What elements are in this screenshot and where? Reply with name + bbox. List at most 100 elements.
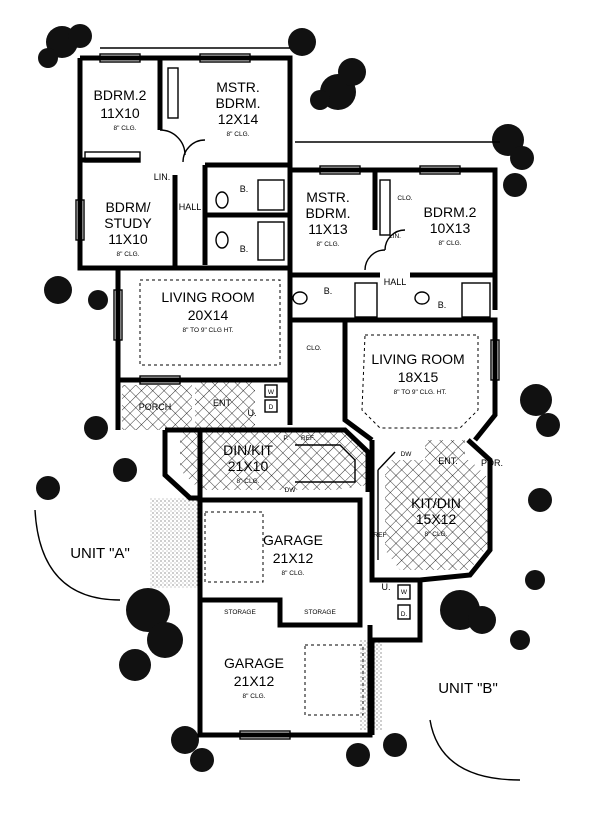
closet-a-mid	[84, 151, 141, 163]
door-swing-a-master	[159, 129, 186, 156]
study-a-name2: STUDY	[104, 215, 152, 231]
living-a-name: LIVING ROOM	[161, 289, 254, 305]
bdrm2-a-ceiling: 8" CLG.	[114, 125, 137, 132]
master-b-name2: BDRM.	[305, 205, 350, 221]
storage-b: STORAGE	[304, 609, 336, 616]
shrub-cluster-lower-right	[346, 590, 496, 767]
linen-b: LIN.	[389, 233, 401, 240]
kitdin-b-size: 15X12	[416, 511, 457, 527]
garage-a-outline	[204, 511, 264, 583]
door-swing-b-master	[364, 249, 386, 271]
porch-b: POR.	[481, 458, 503, 468]
landscaping	[34, 24, 560, 781]
study-a-ceiling: 8" CLG.	[117, 251, 140, 258]
unit-b-title: UNIT "B"	[438, 680, 498, 697]
garage-b-ceiling: 8" CLG.	[243, 693, 266, 700]
bdrm2-b-size: 10X13	[430, 220, 471, 236]
unit-a-title: UNIT "A"	[70, 545, 130, 562]
bathtub-a1	[257, 179, 285, 211]
garage-a-name: GARAGE	[263, 532, 323, 548]
master-b-name: MSTR.	[306, 189, 350, 205]
living-a-ceiling-outline	[139, 279, 281, 366]
master-b-ceiling: 8" CLG.	[317, 241, 340, 248]
shrub-cluster-top-left	[38, 24, 92, 68]
bath2-b: B.	[438, 300, 447, 310]
unit-b-labels: MSTR. BDRM. 11X13 8" CLG. BDRM.2 10X13 8…	[224, 189, 503, 700]
unit-b-walls	[290, 167, 498, 735]
kitchen-counter-a	[295, 444, 356, 483]
bdrm2-b-name: BDRM.2	[424, 204, 477, 220]
toilet-a2	[215, 231, 229, 249]
hall-a: HALL	[179, 202, 202, 212]
windows	[75, 53, 500, 740]
washer-b	[397, 584, 411, 600]
living-b-size: 18X15	[398, 369, 439, 385]
closet-b-top	[379, 179, 391, 236]
washer-b-label: W	[401, 589, 408, 596]
dinkit-a-size: 21X10	[228, 458, 269, 474]
kitdin-b-ceiling: 8" CLG.	[425, 531, 448, 538]
bath1-a: B.	[240, 184, 249, 194]
door-swing-a-hall	[182, 139, 206, 163]
entry-a: ENT	[213, 398, 232, 408]
dryer-a-label: D	[269, 404, 274, 411]
lawn-edge-left	[34, 509, 121, 601]
master-a-ceiling: 8" CLG.	[227, 131, 250, 138]
pantry-a: P.	[283, 435, 288, 442]
tile-floor-kitdin-b	[385, 460, 488, 570]
garage-b-name: GARAGE	[224, 655, 284, 671]
garage-b-size: 21X12	[234, 673, 275, 689]
utility-a: U.	[248, 408, 257, 418]
master-a-name2: BDRM.	[215, 95, 260, 111]
unit-a-labels: BDRM.2 11X10 8" CLG. MSTR. BDRM. 12X14 8…	[70, 79, 323, 616]
bathtub-b1	[354, 282, 378, 318]
toilet-a1	[215, 191, 229, 209]
shrub-cluster-lower-left	[119, 588, 214, 772]
kitchen-counter-b	[377, 451, 396, 560]
dryer-b	[397, 604, 411, 620]
utility-b: U.	[382, 582, 391, 592]
tile-floor-entry-a	[195, 382, 255, 430]
bdrm2-a-name: BDRM.2	[94, 87, 147, 103]
door-swing-b-bdrm2	[384, 229, 406, 251]
bathtub-a2	[257, 221, 285, 261]
tile-floor-porch-a	[122, 385, 192, 430]
driveway-unit-a	[150, 498, 200, 588]
linen-a: LIN.	[154, 172, 171, 182]
dryer-a	[264, 399, 278, 413]
closet-a-top	[167, 67, 179, 119]
shrub-cluster-left	[36, 276, 137, 500]
toilet-b2	[414, 291, 430, 305]
study-a-size: 11X10	[108, 231, 148, 247]
dinkit-a-ceiling: 8" CLG.	[237, 478, 260, 485]
washer-a	[264, 384, 278, 398]
bathtub-b2	[461, 282, 491, 318]
bath1-b: B.	[324, 286, 333, 296]
garage-b-outline	[304, 644, 364, 716]
fixtures	[84, 67, 491, 716]
dw-a: DW	[285, 487, 297, 494]
master-a-name: MSTR.	[216, 79, 260, 95]
shrub-cluster-top-right	[288, 28, 366, 110]
ref-a: REF.	[301, 435, 315, 442]
living-a-ceiling: 8" TO 9" CLG HT.	[183, 327, 234, 334]
storage-a: STORAGE	[224, 609, 256, 616]
shrub-cluster-right	[492, 124, 560, 650]
ref-b: REF	[374, 532, 387, 539]
garage-a-ceiling: 8" CLG.	[282, 570, 305, 577]
garage-a-size: 21X12	[273, 550, 314, 566]
master-a-size: 12X14	[218, 111, 259, 127]
lawn-edge-right	[429, 719, 521, 781]
bdrm2-b-ceiling: 8" CLG.	[439, 240, 462, 247]
study-a-name: BDRM/	[105, 199, 150, 215]
closet1-b: CLO.	[397, 195, 412, 202]
living-b-ceiling-outline	[361, 334, 479, 429]
tile-floor-entry-b	[425, 440, 465, 465]
hall-b: HALL	[384, 277, 407, 287]
dw-b: DW	[401, 451, 413, 458]
closet2-b: CLO.	[306, 345, 321, 352]
living-a-size: 20X14	[188, 307, 229, 323]
living-b-name: LIVING ROOM	[371, 351, 464, 367]
dinkit-a-name: DIN/KIT	[223, 442, 273, 458]
